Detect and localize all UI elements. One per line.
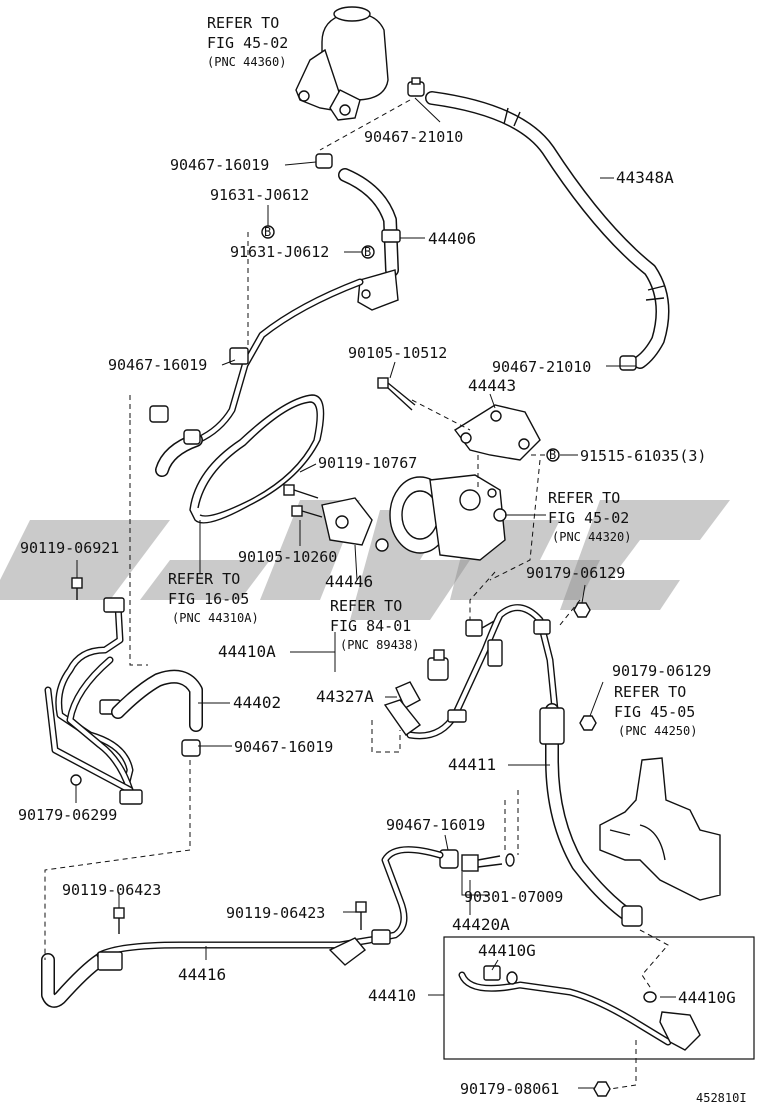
union-bolt-90301	[461, 853, 515, 872]
callout-90105-10512: 90105-10512	[348, 344, 447, 362]
refer-belt-line-2: FIG 16-05	[168, 590, 249, 608]
refer-reservoir-line-2: FIG 45-02	[207, 34, 288, 52]
callout-90119-10767: 90119-10767	[318, 454, 417, 472]
callout-90467-16019-a: 90467-16019	[170, 156, 269, 174]
callout-44416: 44416	[178, 965, 226, 984]
bolt-icon	[113, 907, 125, 934]
callout-90179-06129-b: 90179-06129	[612, 662, 711, 680]
refer-sensor-line-1: REFER TO	[330, 597, 402, 615]
nut-icon	[573, 602, 591, 618]
callout-90179-06299: 90179-06299	[18, 806, 117, 824]
refer-pump-line-3: (PNC 44320)	[552, 530, 631, 544]
pump-bracket-44443	[453, 404, 541, 461]
callout-90119-06423-b: 90119-06423	[226, 904, 325, 922]
union-fitting	[427, 649, 449, 681]
callout-44411: 44411	[448, 755, 496, 774]
refer-gear-line-1: REFER TO	[614, 683, 686, 701]
cooler-tube-assembly	[44, 597, 143, 805]
svg-text:B: B	[264, 225, 271, 239]
callout-90179-08061: 90179-08061	[460, 1080, 559, 1098]
inset-box-44410	[443, 936, 755, 1060]
refer-gear-line-3: (PNC 44250)	[618, 724, 697, 738]
callout-44443: 44443	[468, 376, 516, 395]
washer-b-icon: B	[261, 225, 275, 239]
svg-text:B: B	[549, 448, 556, 462]
callout-91631-J0612-b: 91631-J0612	[230, 243, 329, 261]
callout-44410: 44410	[368, 986, 416, 1005]
callout-90301-07009: 90301-07009	[464, 888, 563, 906]
refer-belt-line-1: REFER TO	[168, 570, 240, 588]
bolt-icon	[377, 377, 416, 411]
svg-text:B: B	[364, 245, 371, 259]
hose-clamp-icon	[439, 849, 459, 869]
callout-90119-06921: 90119-06921	[20, 539, 119, 557]
pump-stay-44446	[321, 497, 373, 546]
steering-gear-housing	[599, 757, 721, 901]
washer-b-icon: B	[546, 448, 560, 462]
callout-44406: 44406	[428, 229, 476, 248]
refer-sensor-line-2: FIG 84-01	[330, 617, 411, 635]
refer-pump-line-1: REFER TO	[548, 489, 620, 507]
refer-sensor-line-3: (PNC 89438)	[340, 638, 419, 652]
callout-44402: 44402	[233, 693, 281, 712]
refer-reservoir-line-1: REFER TO	[207, 14, 279, 32]
callout-90467-21010-mid: 90467-21010	[492, 358, 591, 376]
callout-44348A: 44348A	[616, 168, 674, 187]
callout-91631-J0612-a: 91631-J0612	[210, 186, 309, 204]
reservoir-tank	[295, 6, 389, 121]
callout-90467-21010-top: 90467-21010	[364, 128, 463, 146]
clip-44327A	[383, 681, 422, 736]
illustration-number: 452810I	[696, 1091, 747, 1105]
refer-reservoir-line-3: (PNC 44360)	[207, 55, 286, 69]
callout-90119-06423-a: 90119-06423	[62, 881, 161, 899]
refer-gear-line-2: FIG 45-05	[614, 703, 695, 721]
nut-icon	[579, 715, 597, 731]
callout-90467-16019-d: 90467-16019	[386, 816, 485, 834]
callout-labels: REFER TO FIG 45-02 (PNC 44360) 90467-210…	[18, 14, 747, 1105]
hose-clamp-icon	[181, 739, 201, 757]
leader-lines	[75, 97, 676, 1089]
callout-44446: 44446	[325, 572, 373, 591]
callout-91515-61035: 91515-61035(3)	[580, 447, 706, 465]
guide-lines	[44, 99, 669, 1090]
power-steering-pump	[375, 474, 507, 561]
refer-pump-line-2: FIG 45-02	[548, 509, 629, 527]
refer-belt-line-3: (PNC 44310A)	[172, 611, 259, 625]
bolt-icon	[355, 901, 367, 930]
hose-clamp-icon	[315, 153, 333, 169]
callout-44410G-a: 44410G	[478, 941, 536, 960]
hose-clamp-icon	[149, 405, 169, 423]
return-tube-44416	[41, 846, 444, 1008]
hose-clamp-icon	[407, 77, 425, 97]
return-hose-44348A	[425, 91, 670, 369]
callout-90467-16019-b: 90467-16019	[108, 356, 207, 374]
callout-90179-06129-a: 90179-06129	[526, 564, 625, 582]
pressure-hose-44411	[539, 703, 643, 927]
sensor-fitting	[465, 619, 497, 637]
v-belt	[189, 394, 325, 524]
callout-90467-16019-c: 90467-16019	[234, 738, 333, 756]
washer-b-icon: B	[361, 245, 375, 259]
callout-90105-10260: 90105-10260	[238, 548, 337, 566]
callout-44420A: 44420A	[452, 915, 510, 934]
callout-44410A: 44410A	[218, 642, 276, 661]
hose-44402	[111, 669, 203, 732]
nut-icon	[593, 1081, 611, 1097]
callout-44410G-b: 44410G	[678, 988, 736, 1007]
return-tube	[155, 278, 364, 477]
pressure-hose-44410A	[406, 604, 559, 740]
hose-clamp-icon	[619, 355, 637, 371]
suction-hose-44406	[338, 168, 401, 311]
bolt-icon	[283, 484, 323, 518]
callout-44327A: 44327A	[316, 687, 374, 706]
